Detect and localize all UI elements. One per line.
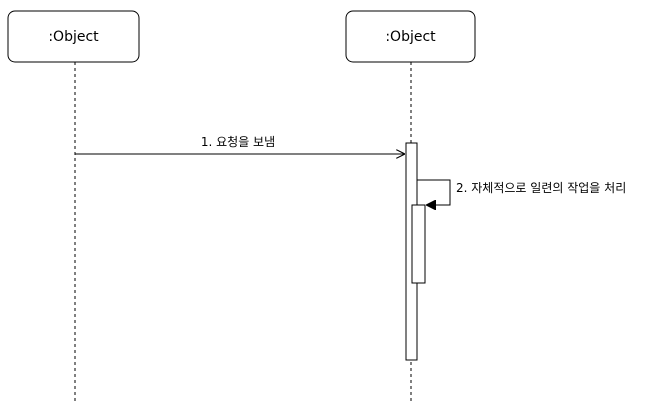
lifeline-2-box [345, 10, 476, 63]
message-2: 2. 자체적으로 일련의 작업을 처리 [417, 179, 626, 205]
lifeline-2-title: :Object [385, 29, 436, 45]
lifeline-1-box [7, 10, 140, 63]
message-2-label: 2. 자체적으로 일련의 작업을 처리 [456, 181, 626, 195]
activation-bar-nested [411, 204, 426, 284]
message-1-label: 1. 요청을 보냄 [201, 135, 275, 149]
lifeline-object-1: :Object [7, 10, 140, 402]
message-1: 1. 요청을 보냄 [75, 135, 405, 154]
lifeline-1-title: :Object [48, 29, 99, 45]
message-2-arrow [417, 179, 451, 205]
